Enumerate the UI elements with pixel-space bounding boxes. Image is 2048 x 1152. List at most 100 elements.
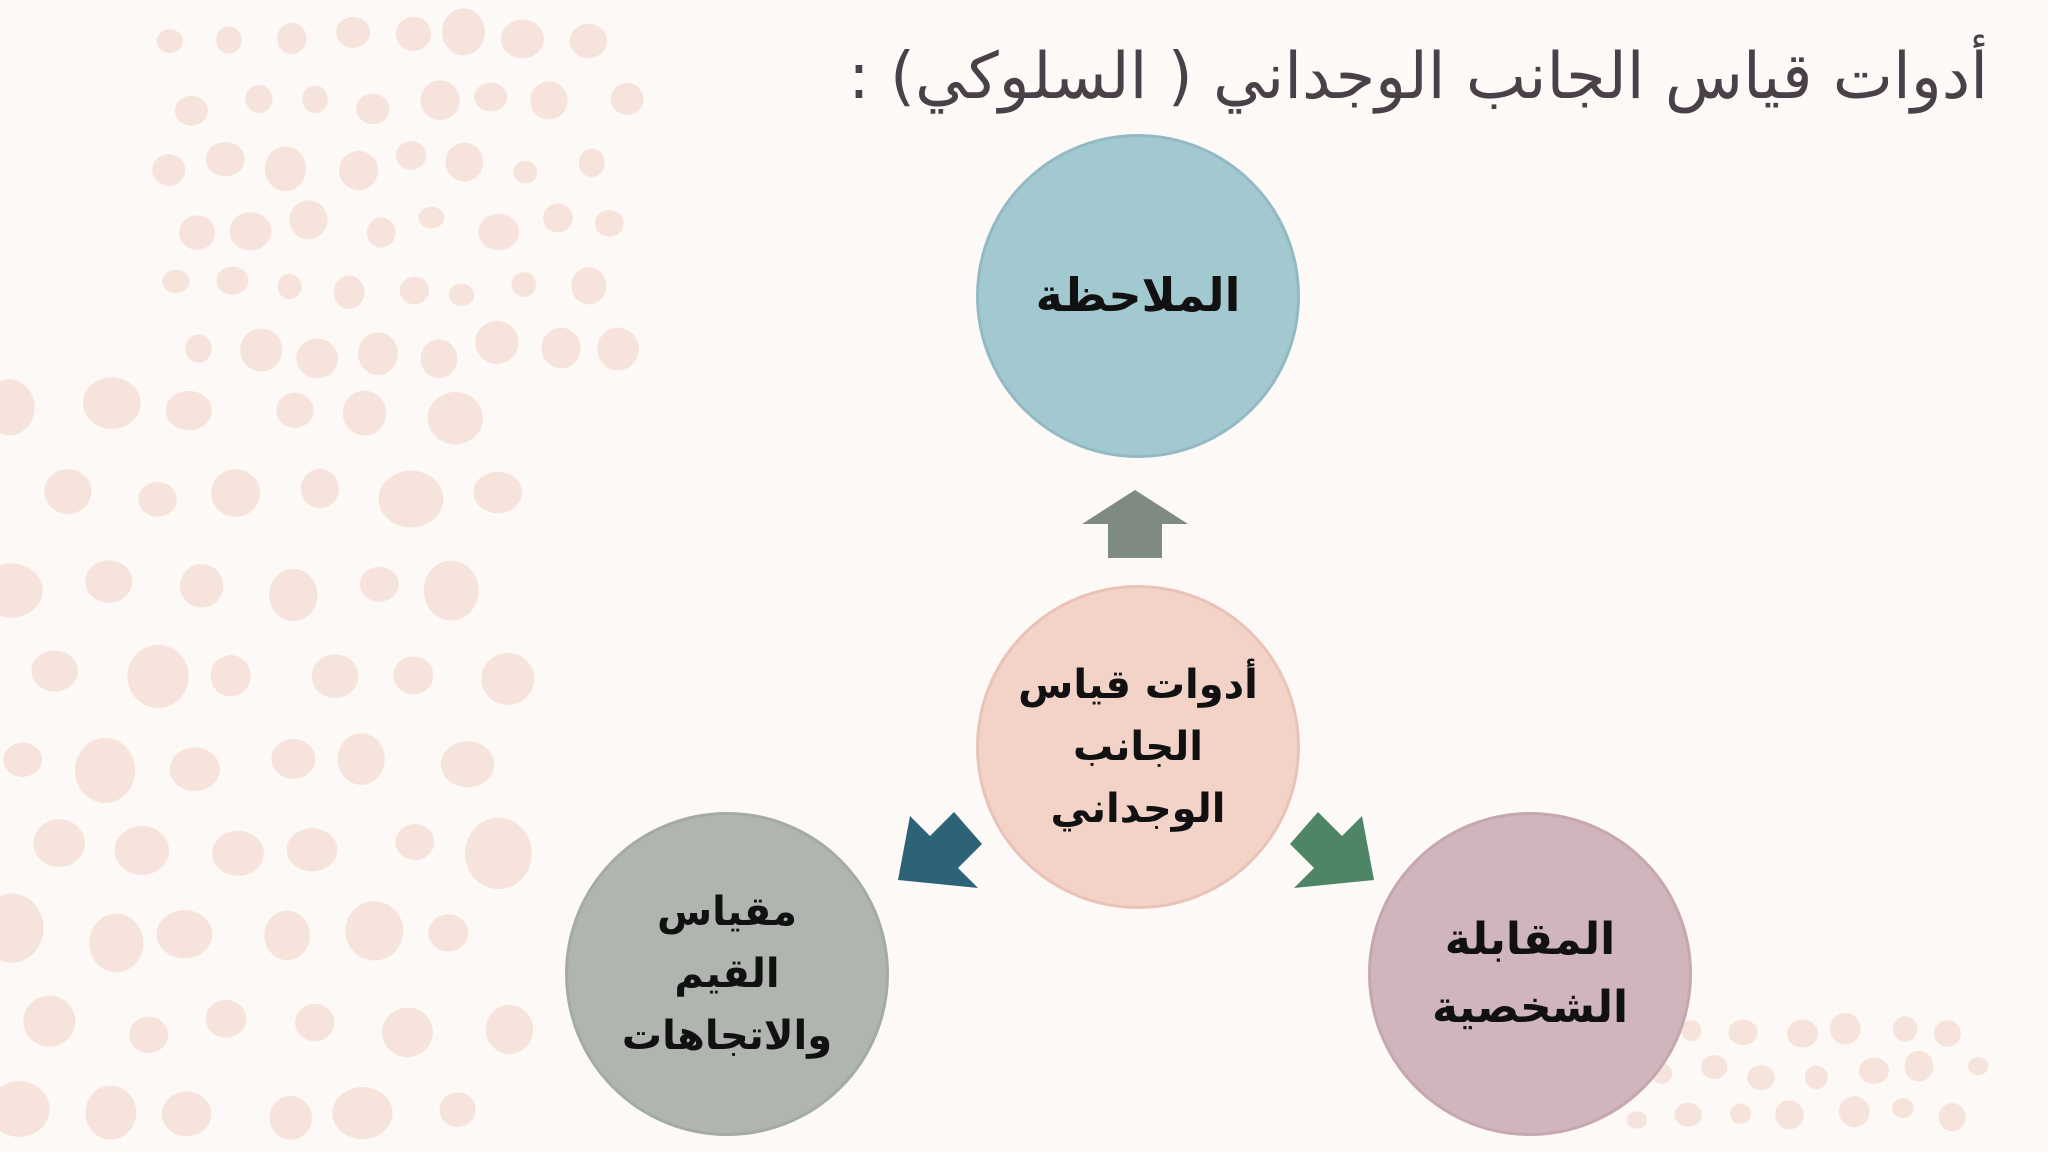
decorative-dot bbox=[114, 825, 169, 875]
decorative-dot bbox=[289, 200, 328, 240]
decorative-dot bbox=[442, 8, 485, 56]
decorative-dot bbox=[161, 1091, 212, 1137]
decorative-dot bbox=[1968, 1057, 1989, 1076]
decorative-dot bbox=[1838, 1096, 1870, 1128]
decorative-dot bbox=[399, 276, 430, 305]
decorative-dot bbox=[511, 272, 537, 297]
decorative-dot bbox=[594, 210, 624, 237]
decorative-dot bbox=[216, 26, 242, 54]
decorative-dot bbox=[165, 390, 212, 431]
decorative-dot bbox=[465, 817, 532, 890]
decorative-dot bbox=[185, 334, 212, 363]
decorative-dot bbox=[85, 1085, 137, 1140]
decorative-dot bbox=[205, 999, 247, 1038]
decorative-dot bbox=[269, 568, 318, 622]
decorative-dot bbox=[1892, 1016, 1918, 1042]
arrow-left-down-icon bbox=[898, 812, 982, 888]
decorative-dot bbox=[1892, 1098, 1914, 1119]
decorative-dot bbox=[296, 338, 339, 379]
decorative-dot bbox=[1728, 1019, 1758, 1046]
decorative-dot bbox=[311, 654, 359, 698]
decorative-dot bbox=[428, 914, 469, 952]
decorative-dot bbox=[418, 206, 445, 229]
slide-title: أدوات قياس الجانب الوجداني ( السلوكي) : bbox=[848, 40, 1988, 114]
node-observation-label: الملاحظة bbox=[1035, 268, 1241, 323]
decorative-dot bbox=[597, 327, 639, 371]
decorative-dot bbox=[286, 828, 338, 872]
node-values-scale-line-1: مقياس bbox=[656, 889, 798, 935]
node-interview-line-2: الشخصية bbox=[1431, 982, 1629, 1033]
decorative-dot bbox=[478, 213, 520, 251]
decorative-dot bbox=[420, 339, 458, 379]
decorative-dot bbox=[378, 470, 444, 528]
decorative-dot bbox=[541, 327, 581, 369]
decorative-dot bbox=[276, 392, 314, 428]
node-observation: الملاحظة bbox=[976, 134, 1300, 458]
decorative-dot bbox=[179, 215, 216, 250]
decorative-dot bbox=[333, 275, 365, 309]
decorative-dot bbox=[75, 737, 136, 803]
decorative-dot bbox=[1829, 1012, 1861, 1045]
node-interview-line-1: المقابلة bbox=[1444, 913, 1616, 965]
decorative-dot bbox=[1904, 1050, 1934, 1082]
decorative-dot bbox=[485, 1004, 534, 1054]
decorative-dot bbox=[1786, 1019, 1819, 1048]
decorative-dot bbox=[339, 150, 379, 191]
decorative-dot bbox=[210, 655, 251, 697]
decorative-dot bbox=[1681, 1020, 1702, 1042]
decorative-dot bbox=[229, 212, 272, 251]
decorative-dot bbox=[276, 22, 307, 54]
decorative-dot bbox=[332, 1086, 393, 1140]
decorative-dot bbox=[0, 379, 35, 436]
decorative-dot bbox=[382, 1007, 433, 1058]
decorative-dot bbox=[474, 82, 508, 112]
decorative-dot bbox=[445, 142, 484, 182]
node-values-scale-line-2: القيم bbox=[674, 951, 780, 997]
decorative-dot bbox=[395, 16, 432, 51]
decorative-dot bbox=[1729, 1103, 1752, 1124]
decorative-dot bbox=[300, 468, 339, 509]
decorative-dot bbox=[129, 1016, 169, 1054]
decorative-dot bbox=[475, 320, 519, 364]
decorative-dot bbox=[1933, 1020, 1961, 1047]
decorative-dot bbox=[240, 328, 283, 372]
decorative-dot bbox=[3, 742, 43, 777]
decorative-dot bbox=[513, 160, 538, 184]
decorative-dot bbox=[31, 650, 78, 692]
decorative-dot bbox=[342, 390, 387, 436]
decorative-dot bbox=[162, 269, 190, 294]
decorative-dot bbox=[336, 16, 371, 48]
decorative-dot bbox=[127, 644, 189, 708]
decorative-dot bbox=[277, 273, 302, 300]
decorative-dot bbox=[1804, 1065, 1828, 1090]
decorative-dot bbox=[0, 563, 43, 618]
decorative-dot bbox=[138, 482, 177, 517]
decorative-dot bbox=[156, 29, 183, 54]
decorative-dot bbox=[578, 148, 605, 178]
decorative-dot bbox=[1775, 1100, 1804, 1130]
decorative-dot bbox=[264, 910, 310, 961]
node-center-line-3: الوجداني bbox=[1050, 786, 1226, 832]
decorative-dot bbox=[1674, 1102, 1702, 1127]
decorative-dot bbox=[82, 377, 141, 429]
decorative-dot bbox=[212, 830, 264, 876]
decorative-dot bbox=[1627, 1111, 1648, 1129]
node-values-scale: مقياس القيم والاتجاهات bbox=[565, 812, 889, 1136]
decorative-dot bbox=[569, 23, 608, 59]
decorative-dot bbox=[179, 564, 224, 608]
decorative-dot bbox=[0, 1081, 50, 1137]
decorative-dot bbox=[500, 19, 544, 59]
decorative-dot bbox=[530, 81, 568, 120]
decorative-dot bbox=[439, 1092, 476, 1128]
decorative-dot bbox=[359, 566, 399, 602]
decorative-dot bbox=[44, 469, 92, 514]
decorative-dot bbox=[395, 824, 435, 860]
decorative-dot bbox=[1747, 1065, 1775, 1091]
decorative-dot bbox=[440, 741, 495, 788]
decorative-dot bbox=[0, 893, 44, 963]
decorative-dot bbox=[174, 95, 208, 126]
node-center-line-1: أدوات قياس bbox=[1018, 662, 1258, 708]
decorative-dot bbox=[448, 283, 475, 306]
